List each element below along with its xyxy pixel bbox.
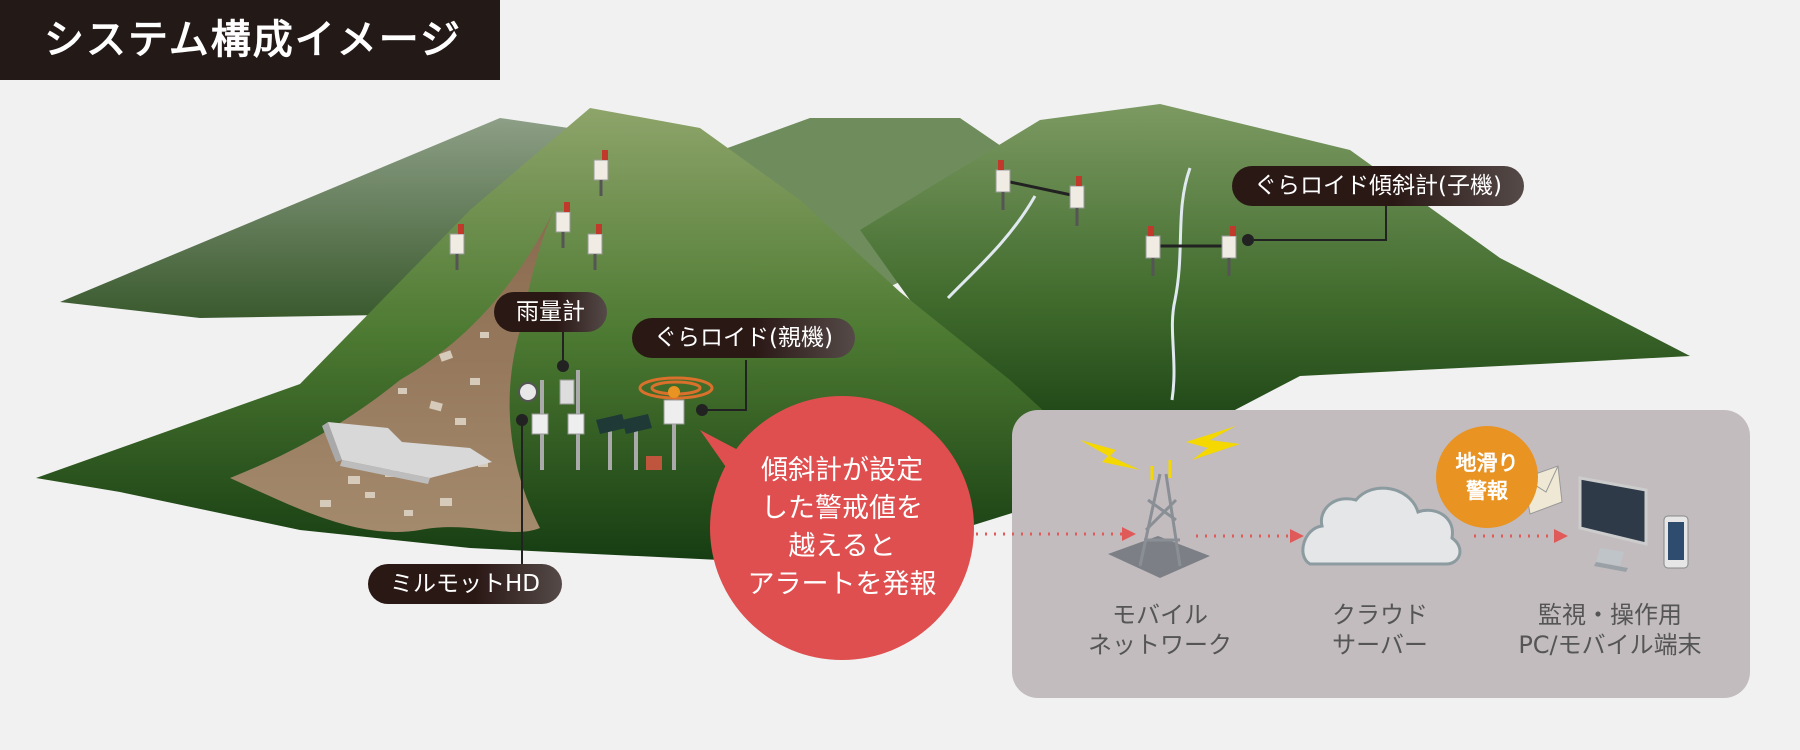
lightning-icon bbox=[1080, 440, 1140, 470]
cloud-icon bbox=[1301, 486, 1462, 566]
label-camera: ミルモットHD bbox=[368, 564, 563, 604]
alert-line: した警戒値を bbox=[761, 493, 923, 524]
stream-1 bbox=[946, 195, 1037, 300]
parent-leader bbox=[702, 360, 747, 411]
alert-line: 越えると bbox=[788, 531, 896, 562]
warning-line: 警報 bbox=[1466, 479, 1508, 503]
alert-line: アラートを発報 bbox=[747, 569, 937, 600]
stream-2 bbox=[1170, 167, 1192, 401]
label-child-device: ぐらロイド傾斜計(子機) bbox=[1232, 166, 1524, 206]
caption-mobile-network: モバイル ネットワーク bbox=[1070, 600, 1250, 660]
base-station-cluster bbox=[518, 370, 714, 470]
smartphone-icon bbox=[1663, 515, 1689, 569]
label-rain-gauge: 雨量計 bbox=[494, 292, 607, 332]
tilt-sensors-right bbox=[995, 160, 1237, 276]
tower-icon bbox=[1108, 460, 1210, 578]
sabo-dam bbox=[322, 422, 492, 484]
caption-line: クラウド bbox=[1332, 601, 1428, 629]
alert-line: 傾斜計が設定 bbox=[761, 455, 923, 486]
caption-line: PC/モバイル端末 bbox=[1518, 631, 1702, 659]
tilt-sensors-left bbox=[449, 150, 609, 270]
label-parent-device: ぐらロイド(親機) bbox=[632, 318, 855, 358]
arrowheads bbox=[1122, 527, 1568, 543]
caption-line: 監視・操作用 bbox=[1538, 601, 1682, 629]
warning-line: 地滑り bbox=[1455, 451, 1519, 475]
lightning-icon bbox=[1186, 426, 1240, 460]
flow-arrows bbox=[976, 532, 1554, 538]
caption-cloud-server: クラウド サーバー bbox=[1290, 600, 1470, 660]
pc-icon bbox=[1578, 476, 1648, 572]
caption-terminal: 監視・操作用 PC/モバイル端末 bbox=[1500, 600, 1720, 660]
caption-line: ネットワーク bbox=[1088, 631, 1232, 659]
landslide-warning-badge: 地滑り 警報 bbox=[1436, 426, 1538, 528]
page-title: システム構成イメージ bbox=[0, 0, 500, 80]
caption-line: サーバー bbox=[1332, 631, 1428, 659]
alert-message-bubble: 傾斜計が設定 した警戒値を 越えると アラートを発報 bbox=[710, 396, 974, 660]
caption-line: モバイル bbox=[1112, 601, 1208, 629]
child-leader bbox=[1248, 206, 1387, 241]
